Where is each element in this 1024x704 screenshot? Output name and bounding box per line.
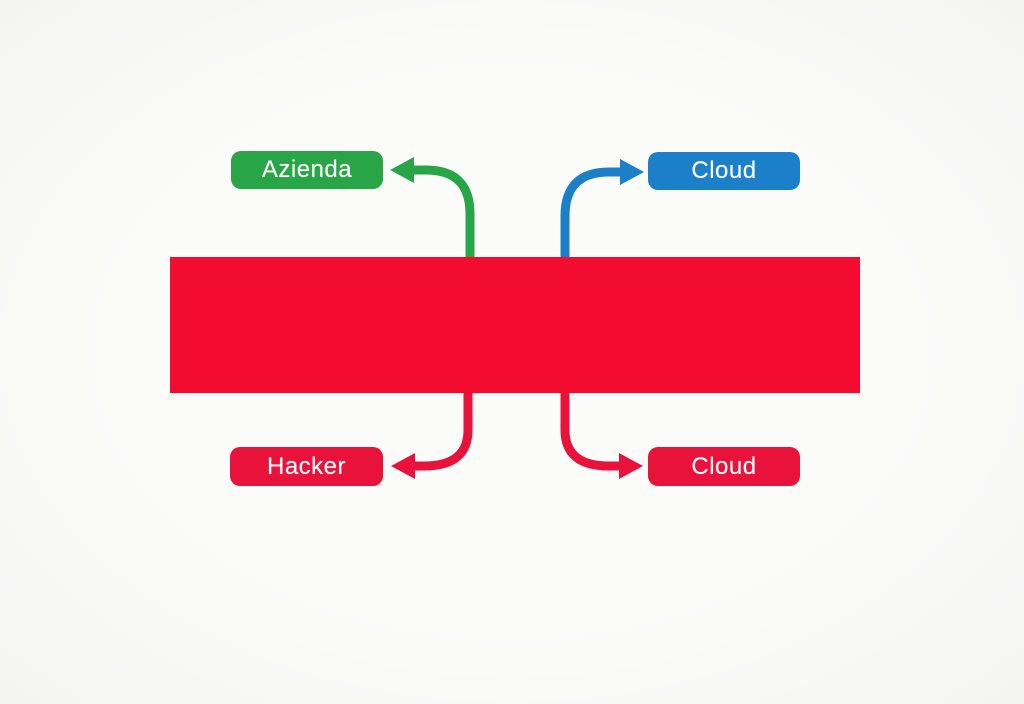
arrow-bar-to-azienda-line [412,165,475,262]
arrow-left-head-icon [390,157,414,183]
arrow-bar-to-cloud-bottom [560,388,643,479]
arrow-bar-to-cloud-top [560,159,644,262]
node-cloud-bottom-label: Cloud [691,452,757,480]
arrow-bar-to-azienda [390,157,475,262]
node-cloud-top-label: Cloud [691,157,757,184]
arrow-right-head-icon [619,453,643,479]
node-cloud-top: Cloud [648,152,800,190]
node-cloud-bottom: Cloud [648,447,800,486]
node-hacker-label: Hacker [266,452,347,480]
node-azienda-label: Azienda [261,156,353,183]
arrow-bar-to-cloud-top-line [560,167,621,262]
arrow-bar-to-hacker [391,388,473,479]
arrow-right-head-icon [620,159,644,185]
arrow-bar-to-cloud-bottom-line [560,388,619,471]
node-hacker: Hacker [230,447,383,486]
node-azienda: Azienda [231,151,383,189]
arrow-left-head-icon [391,453,415,479]
firewall-bar [170,257,860,393]
arrow-bar-to-hacker-line [413,388,473,471]
